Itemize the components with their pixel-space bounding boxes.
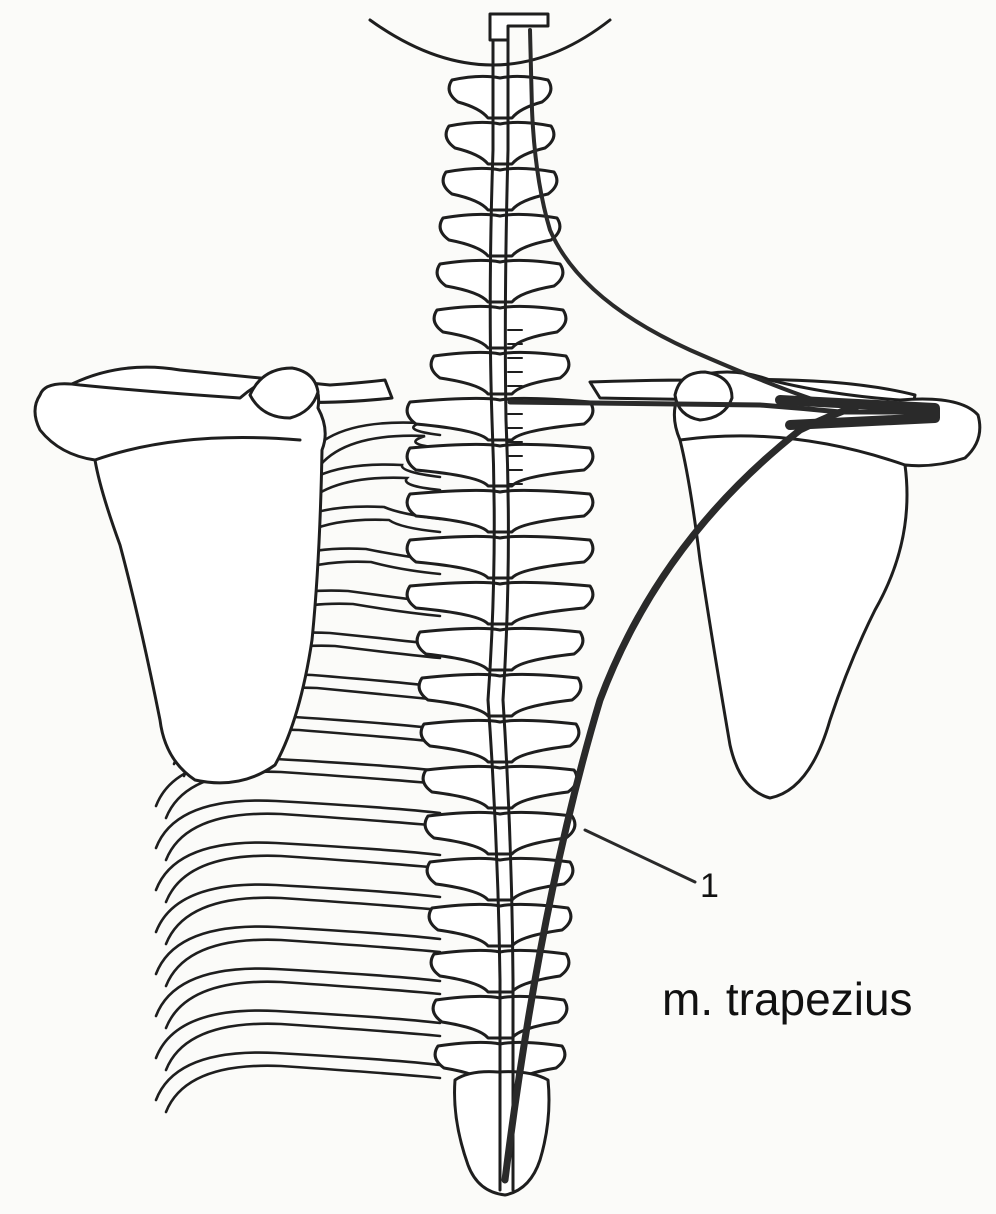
structure-marker-1: 1: [700, 867, 719, 905]
muscle-label: m. trapezius: [662, 973, 913, 1025]
right-acromion: [675, 372, 732, 420]
